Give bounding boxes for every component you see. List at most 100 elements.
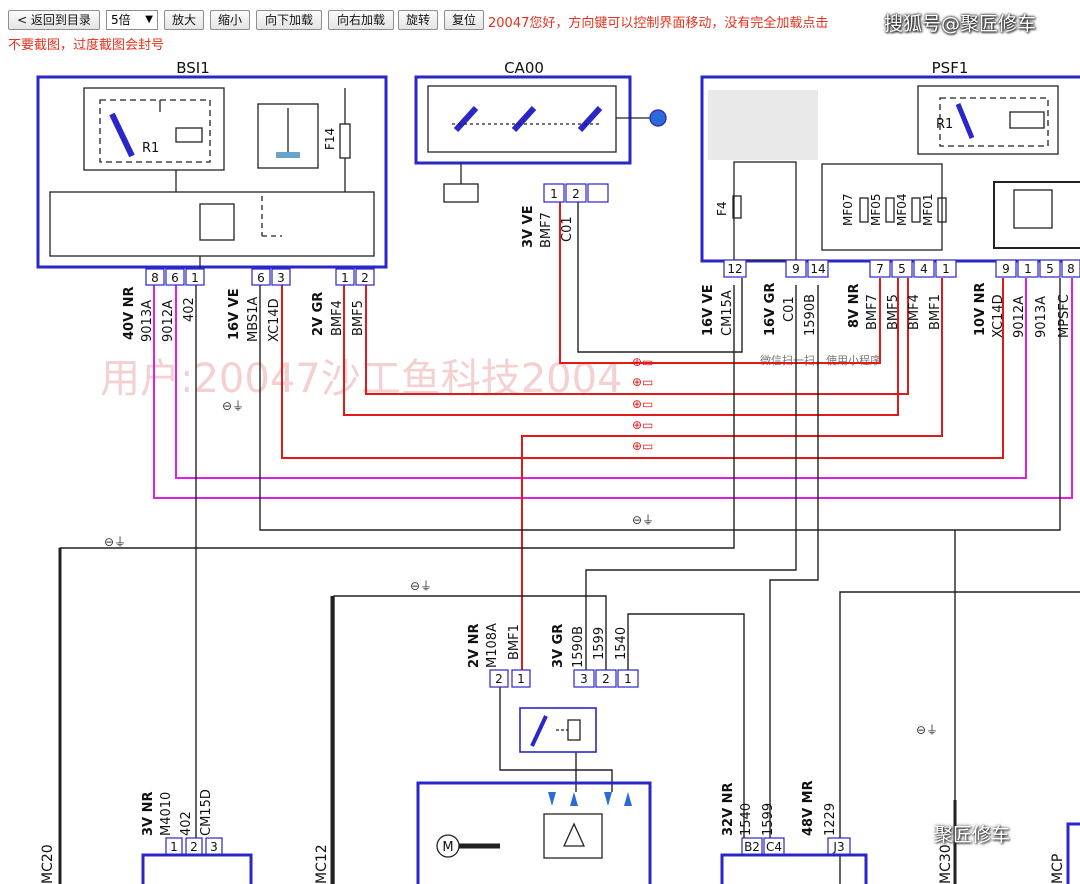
wire-label: C01 bbox=[782, 296, 797, 322]
wire-label: M4010 bbox=[159, 792, 174, 836]
mcp-label: MCP bbox=[1050, 854, 1066, 884]
pin-label: 1 bbox=[341, 271, 349, 285]
pin-label: 5 bbox=[1046, 262, 1054, 276]
reset-button[interactable]: 复位 bbox=[444, 10, 484, 30]
ground-icon: ⊖⏚ bbox=[104, 535, 126, 549]
pin-label: 5 bbox=[898, 262, 906, 276]
pin-label: 2 bbox=[495, 672, 503, 686]
pin-label: 9 bbox=[1002, 262, 1010, 276]
wire-label: XC14D bbox=[991, 294, 1006, 338]
bsi1-module bbox=[36, 75, 388, 272]
connector-label: 16V VE bbox=[701, 284, 716, 336]
zoom-in-button[interactable]: 放大 bbox=[164, 10, 204, 30]
brand-bottom-text: 聚匠修车 bbox=[934, 824, 1011, 846]
pin-label: 9 bbox=[792, 262, 800, 276]
pin-label: 1 bbox=[517, 672, 525, 686]
fuse-icon: ⊕▭ bbox=[632, 355, 653, 369]
wire-label: BMF5 bbox=[351, 300, 366, 336]
pin-label: 14 bbox=[810, 262, 825, 276]
watermark-text: 用户:20047沙工鱼科技2004 bbox=[100, 356, 623, 402]
wire-label: M108A bbox=[485, 623, 500, 668]
pin-label: 7 bbox=[876, 262, 884, 276]
wire-label: 9013A bbox=[140, 300, 155, 342]
psf1-fuse-mf01-label: MF01 bbox=[921, 193, 935, 226]
ground-icon: ⊖⏚ bbox=[916, 723, 938, 737]
wire-label: BMF7 bbox=[865, 294, 880, 330]
pin-label: 4 bbox=[920, 262, 928, 276]
brand-watermark-bottom: 聚匠修车 bbox=[902, 820, 1010, 847]
zoom-out-button[interactable]: 缩小 bbox=[210, 10, 250, 30]
bsi1-relay-label: R1 bbox=[142, 141, 159, 156]
wire-label: 9012A bbox=[161, 300, 176, 342]
chevron-down-icon: ▼ bbox=[145, 14, 153, 25]
pin-label: 6 bbox=[257, 271, 265, 285]
psf1-module bbox=[700, 75, 1080, 263]
wires bbox=[59, 200, 1080, 884]
pin-labels: 8 6 1 6 3 1 2 1 2 12 9 14 7 5 4 1 9 1 5 … bbox=[151, 187, 1075, 854]
ground-icon: ⊖⏚ bbox=[410, 579, 432, 593]
wire-labels: 40V NR 9013A 9012A 402 16V VE MBS1A XC14… bbox=[122, 205, 1072, 836]
pin-label: C4 bbox=[766, 840, 782, 854]
viewer-toolbar: < 返回到目录 5倍 ▼ 放大 缩小 向下加载 向右加载 旋转 复位 bbox=[0, 0, 1080, 34]
pin-label: 1 bbox=[942, 262, 950, 276]
pin-label: 1 bbox=[170, 840, 178, 854]
wire-label: BMF1 bbox=[507, 624, 522, 660]
load-down-button[interactable]: 向下加载 bbox=[256, 10, 322, 30]
psf1-fuse-mf04-label: MF04 bbox=[895, 193, 909, 226]
wire-label: 1590B bbox=[803, 294, 818, 336]
zoom-select[interactable]: 5倍 ▼ bbox=[106, 10, 158, 30]
fan-motor-label: M bbox=[442, 840, 453, 855]
ground-icon: ⊖⏚ bbox=[632, 513, 654, 527]
pin-label: 2 bbox=[361, 271, 369, 285]
mc20-label: MC20 bbox=[40, 844, 56, 884]
psf1-fuse-mf07-label: MF07 bbox=[841, 193, 855, 226]
wire-label: 1599 bbox=[592, 627, 607, 660]
zoom-value: 5倍 bbox=[111, 13, 131, 27]
pin-label: 1 bbox=[1024, 262, 1032, 276]
pin-boxes bbox=[145, 183, 1080, 856]
rotate-button[interactable]: 旋转 bbox=[398, 10, 438, 30]
pin-label: 2 bbox=[572, 187, 580, 201]
wire-label: 1540 bbox=[739, 803, 754, 836]
back-to-catalog-button[interactable]: < 返回到目录 bbox=[8, 10, 100, 30]
mc12-label: MC12 bbox=[314, 844, 330, 884]
pin-label: 2 bbox=[602, 672, 610, 686]
pin-label: B2 bbox=[744, 840, 760, 854]
connector-label: 16V GR bbox=[763, 283, 778, 336]
fuse-icon: ⊕▭ bbox=[632, 397, 653, 411]
circuit-markers: ⊖⏚ ⊖⏚ ⊖⏚ ⊖⏚ ⊖⏚ ⊕▭ ⊕▭ ⊕▭ ⊕▭ ⊕▭ bbox=[104, 355, 938, 737]
psf1-fuse-mf05-label: MF05 bbox=[869, 193, 883, 226]
wire-label: BMF4 bbox=[330, 300, 345, 336]
bsi1-label: BSI1 bbox=[176, 59, 210, 77]
connector-label: 3V GR bbox=[551, 624, 566, 668]
mc30-label: MC30 bbox=[938, 844, 954, 884]
wire-label: 9013A bbox=[1034, 296, 1049, 338]
wire-label: BMF1 bbox=[928, 294, 943, 330]
wire-label: BMF7 bbox=[539, 212, 554, 248]
fuse-icon: ⊕▭ bbox=[632, 439, 653, 453]
connector-label: 3V NR bbox=[141, 791, 156, 836]
wechat-icon bbox=[902, 824, 927, 843]
wire-label: BMF5 bbox=[886, 294, 901, 330]
wire-label: 402 bbox=[179, 811, 194, 836]
pin-label: 3 bbox=[210, 840, 218, 854]
load-right-button[interactable]: 向右加载 bbox=[328, 10, 394, 30]
wire-label: 1590B bbox=[571, 626, 586, 668]
lower-components bbox=[58, 548, 1080, 884]
wire-label: C01 bbox=[560, 216, 575, 242]
connector-label: 48V MR bbox=[801, 780, 816, 836]
wire-label: CM15A bbox=[720, 290, 735, 336]
navigation-hint: 20047您好，方向键可以控制界面移动，没有完全加载点击 bbox=[488, 16, 829, 31]
wire-label: BMF4 bbox=[907, 294, 922, 330]
pin-label: 12 bbox=[727, 262, 742, 276]
qr-caption: 微信扫一扫，使用小程序 bbox=[760, 353, 881, 367]
connector-label: 10V NR bbox=[973, 282, 988, 336]
watermark-layer: 用户:20047沙工鱼科技2004 bbox=[100, 356, 623, 402]
connector-label: 16V VE bbox=[227, 288, 242, 340]
wire-label: 1599 bbox=[761, 803, 776, 836]
psf1-relay-label: R1 bbox=[936, 117, 953, 132]
wire-label: 402 bbox=[182, 297, 197, 322]
pin-label: 1 bbox=[624, 672, 632, 686]
wire-label: CM15D bbox=[199, 789, 214, 836]
